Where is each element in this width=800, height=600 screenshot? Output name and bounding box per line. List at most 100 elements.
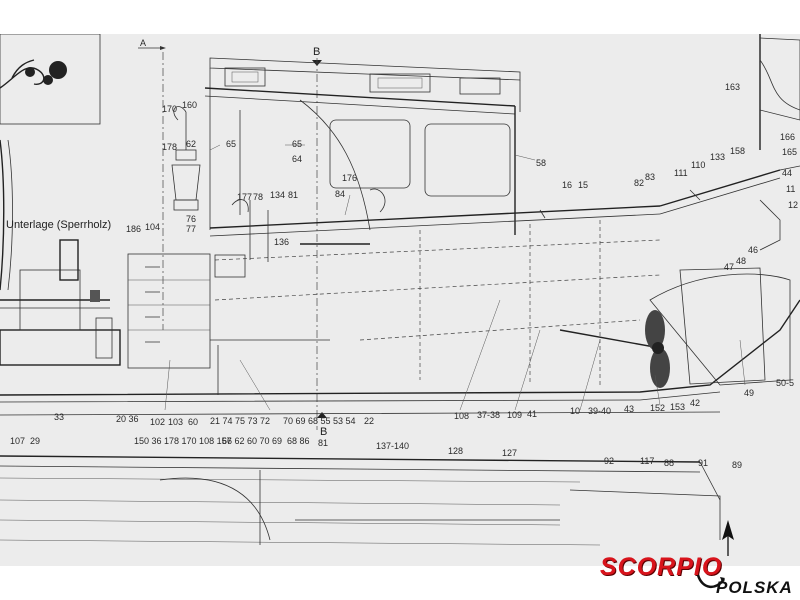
part-number: 89 [732,460,742,470]
part-number: 70 69 68 55 53 54 [283,416,356,426]
part-number: 78 [253,192,263,202]
rudder [679,267,766,385]
blueprint-drawing: A B B [0,34,800,556]
deck-plan-view [0,455,721,546]
part-number: 136 [274,237,289,247]
part-number: 152 [650,403,665,413]
part-number-labels: 170 160 178 62 65 65 64 58 176 177 78 13… [10,82,798,470]
part-number: 170 [162,104,177,114]
part-number: 83 [645,172,655,182]
part-number: 15 [578,180,588,190]
part-number: 41 [527,409,537,419]
section-label-b-top: B [313,46,320,58]
part-number: 110 [691,160,705,170]
ornament-panel [0,34,101,125]
engine-assembly [0,139,121,366]
part-number: 77 [186,224,196,234]
logo-subtext: POLSKA [716,578,793,597]
part-number: 163 [725,82,740,92]
part-number: 81 [288,190,298,200]
part-number: 160 [182,100,197,110]
part-number: 10 [570,406,580,416]
part-number: 91 [698,458,708,468]
part-number: 111 [674,168,688,178]
part-number: 22 [364,416,374,426]
part-number: 21 74 75 73 72 [210,416,270,426]
part-number: 133 [710,152,725,162]
stern-flag [759,34,800,150]
wheelhouse [204,57,521,235]
part-number: 82 [634,178,644,188]
part-number: 43 [624,404,634,414]
part-number: 64 [292,154,302,164]
hull-profile [0,199,800,416]
logo-swoosh-icon [696,574,726,588]
part-number: 176 [342,173,357,183]
part-number: 68 86 [287,436,310,446]
part-number: 58 [536,158,546,168]
part-number: 137-140 [376,441,409,451]
section-label-a: A [140,38,146,48]
part-number: 39-40 [588,406,611,416]
part-number: 37-38 [477,410,500,420]
part-number: 165 [782,147,797,157]
section-marker-a: A [138,38,166,330]
part-number: 60 [188,417,198,427]
part-number: 44 [782,168,792,178]
part-number: 81 [318,438,328,448]
part-number: 107 [10,436,25,446]
part-number: 49 [744,388,754,398]
helm-controls [214,188,386,278]
plan-note: Unterlage (Sperrholz) [6,219,111,231]
section-marker-b-top: B [312,46,322,430]
part-number: 150 36 178 170 108 157 [134,436,232,446]
part-number: 12 [788,200,798,210]
part-number: 128 [448,446,463,456]
part-number: 102 [150,417,165,427]
part-number: 109 [507,410,522,420]
part-number: 76 [186,214,196,224]
top-background [0,0,800,34]
part-number: 158 [730,146,745,156]
part-number: 50-5 [776,378,794,388]
part-number: 65 [226,139,236,149]
part-number: 29 [30,436,40,446]
part-number: 20 36 [116,414,139,424]
part-number: 108 [454,411,469,421]
part-number: 16 [562,180,572,190]
part-number: 177 [237,192,252,202]
part-number: 186 [126,224,141,234]
blueprint-sheet: A B B [0,34,800,566]
propeller [559,310,670,388]
part-number: 103 [168,417,183,427]
part-number: 47 [724,262,734,272]
section-marker-b-bottom: B [317,412,327,438]
part-number: 66 62 60 70 69 [222,436,282,446]
part-number: 46 [748,245,758,255]
part-number: 62 [186,139,196,149]
part-number: 166 [780,132,795,142]
part-number: 65 [292,139,302,149]
part-number: 33 [54,412,64,422]
part-number: 117 [640,456,654,466]
logo-text: SCORPIO [600,553,723,581]
deck-sheer [209,165,800,237]
part-number: 104 [145,222,160,232]
lantern [171,106,201,211]
part-number: 42 [690,398,700,408]
leader-lines [164,144,746,411]
part-number: 88 [664,458,674,468]
section-label-b-bottom: B [320,426,327,438]
part-number: 178 [162,142,177,152]
brand-logo: SCORPIO POLSKA [600,553,800,599]
part-number: 92 [604,456,614,466]
direction-arrow [722,520,734,556]
part-number: 48 [736,256,746,266]
cabinet [127,253,330,395]
part-number: 153 [670,402,685,412]
part-number: 134 [270,190,285,200]
bottom-background [0,566,800,600]
part-number: 84 [335,189,345,199]
part-number: 127 [502,448,517,458]
